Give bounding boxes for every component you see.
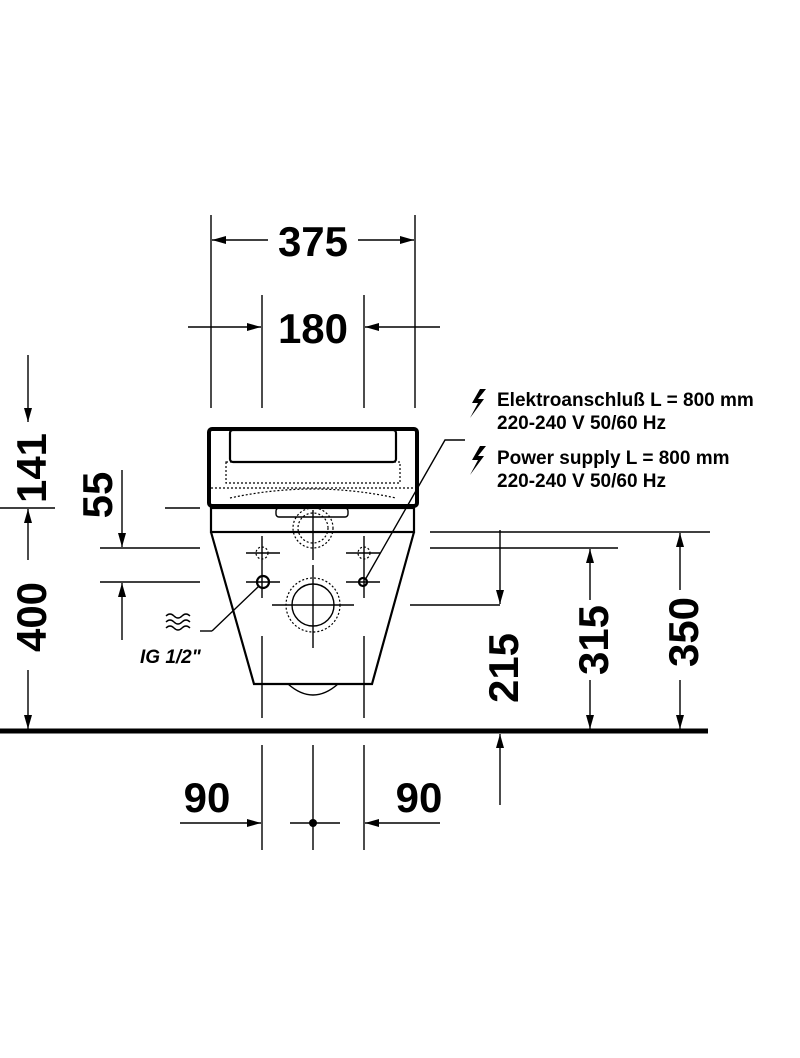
dimension-label: 90 xyxy=(396,774,443,821)
toilet-front-view xyxy=(207,427,419,718)
dimension-label: 55 xyxy=(74,472,121,519)
dimension-label: 375 xyxy=(278,218,348,265)
dimension-label: 315 xyxy=(570,605,617,675)
dimension-label: 400 xyxy=(8,582,55,652)
dimension-141: 141 xyxy=(0,355,200,509)
dimension-label: 180 xyxy=(278,305,348,352)
dimension-label: 90 xyxy=(184,774,231,821)
water-waves-icon xyxy=(165,613,191,631)
power-en-line1: Power supply L = 800 mm xyxy=(497,448,730,469)
dimension-label: 350 xyxy=(660,597,707,667)
dimension-55: 55 xyxy=(74,470,200,640)
dimension-215: 215 xyxy=(480,530,527,805)
power-en-line2: 220-240 V 50/60 Hz xyxy=(497,471,666,492)
power-de-line1: Elektroanschluß L = 800 mm xyxy=(497,390,754,411)
dimension-400: 400 xyxy=(8,509,55,729)
water-connection-note: IG 1/2" xyxy=(140,585,260,668)
power-supply-note: Elektroanschluß L = 800 mm 220-240 V 50/… xyxy=(364,389,754,581)
water-connection-label: IG 1/2" xyxy=(140,647,202,668)
dimension-90-pair: 90 90 xyxy=(180,745,442,850)
dimension-180: 180 xyxy=(188,295,440,408)
dimension-label: 215 xyxy=(480,633,527,703)
lightning-icon xyxy=(470,446,486,475)
dimension-350: 350 xyxy=(660,533,707,729)
dimension-315: 315 xyxy=(570,549,617,729)
power-de-line2: 220-240 V 50/60 Hz xyxy=(497,413,666,434)
lightning-icon xyxy=(470,389,486,418)
dimension-375: 375 xyxy=(210,215,416,408)
dimension-label: 141 xyxy=(8,433,55,503)
